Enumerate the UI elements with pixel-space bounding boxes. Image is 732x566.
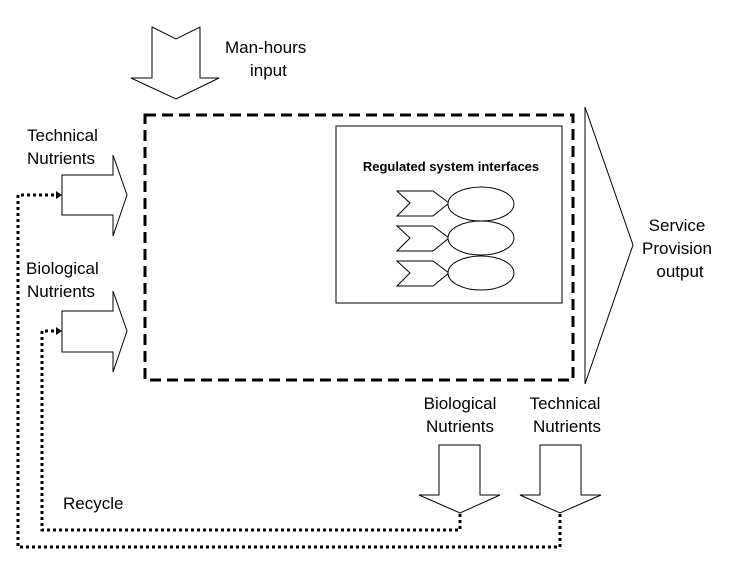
interface-row-3 <box>395 255 515 291</box>
service-output-label-line3: output <box>656 262 704 281</box>
interface-ellipse-3 <box>447 255 515 291</box>
biological-nutrients-input-arrow <box>61 290 128 373</box>
biological-nutrients-output-label-line2: Nutrients <box>426 417 494 436</box>
regulated-interfaces-label: Regulated system interfaces <box>363 159 539 174</box>
biological-nutrients-output-label-line1: Biological <box>424 394 497 413</box>
service-output-label-line2: Provision <box>642 239 712 258</box>
technical-nutrients-output-label-line1: Technical <box>530 394 601 413</box>
interface-ellipse-1 <box>447 186 515 222</box>
manhours-label-line1: Man-hours <box>225 38 306 57</box>
technical-nutrients-output-arrow <box>519 444 602 514</box>
technical-nutrients-input-label-line1: Technical <box>27 126 98 145</box>
recycle-line-biological <box>40 329 462 532</box>
manhours-label-line2: input <box>250 61 287 80</box>
recycle-arrowhead-technical <box>56 191 62 199</box>
technical-nutrients-input-arrow <box>61 154 128 237</box>
interface-row-2 <box>395 220 515 256</box>
recycle-arrowhead-biological <box>56 327 62 335</box>
interface-chevron-1 <box>395 190 450 217</box>
service-output-arrow <box>584 106 634 385</box>
technical-nutrients-input-label-line2: Nutrients <box>27 149 95 168</box>
interface-chevron-2 <box>395 225 450 252</box>
system-boundary <box>143 113 575 382</box>
recycle-label: Recycle <box>63 494 123 513</box>
interface-chevron-3 <box>395 260 450 287</box>
biological-nutrients-output-arrow <box>418 444 501 514</box>
service-output-label-line1: Service <box>649 216 706 235</box>
biological-nutrients-input-label-line2: Nutrients <box>27 282 95 301</box>
manhours-input-arrow <box>130 26 220 100</box>
technical-nutrients-output-label-line2: Nutrients <box>533 417 601 436</box>
interface-ellipse-2 <box>447 220 515 256</box>
biological-nutrients-input-label-line1: Biological <box>26 259 99 278</box>
